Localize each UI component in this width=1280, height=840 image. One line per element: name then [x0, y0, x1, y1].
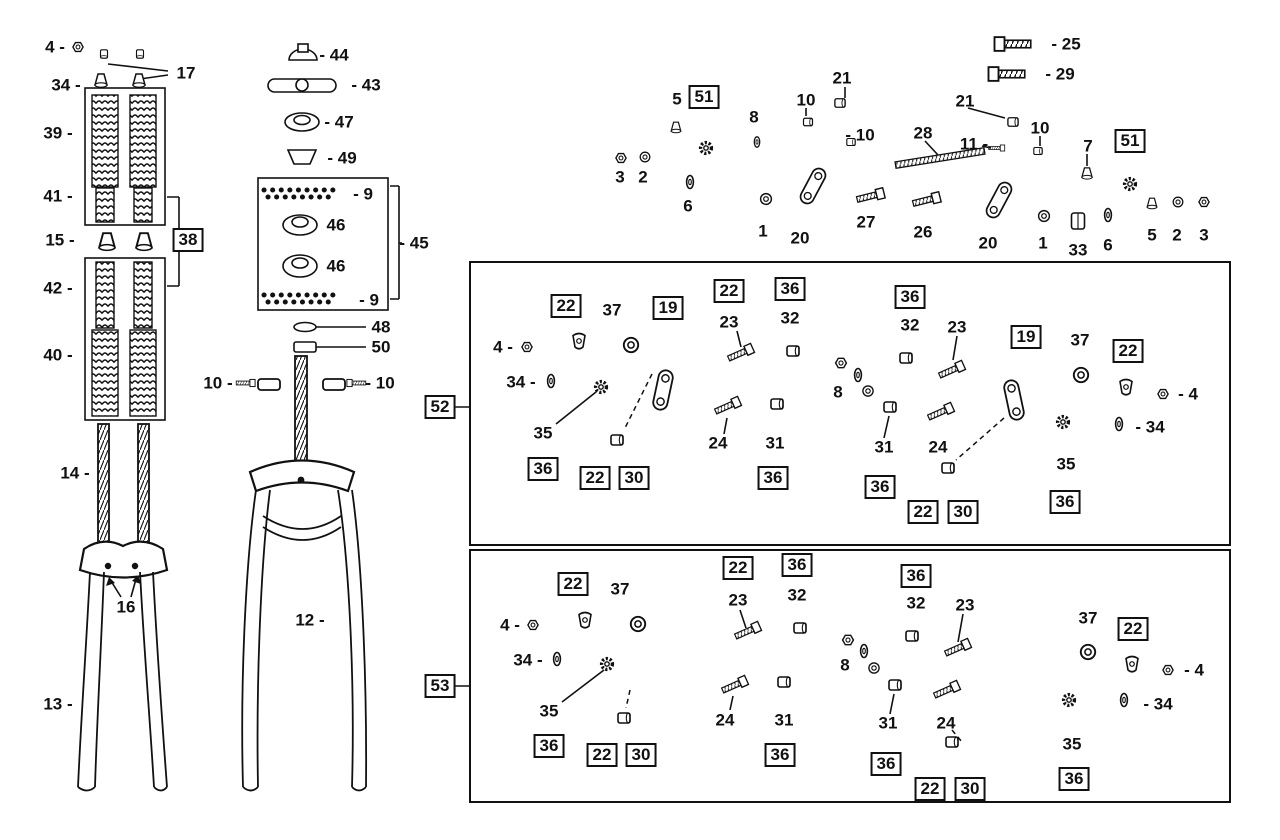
left-fork-drawing	[77, 423, 169, 792]
linkage-box-53-parts	[527, 611, 1174, 748]
leader-lines	[106, 63, 1088, 715]
steering-parts-column	[235, 43, 367, 388]
spring-stack-lower	[91, 232, 157, 417]
leader-lines-dashed	[623, 373, 1005, 743]
frame-boxes	[84, 87, 1231, 803]
center-fork-drawing	[241, 355, 368, 792]
spring-stack-upper	[72, 41, 157, 223]
linkage-box-52-parts	[521, 332, 1169, 474]
linkage-exploded-top	[615, 36, 1210, 230]
